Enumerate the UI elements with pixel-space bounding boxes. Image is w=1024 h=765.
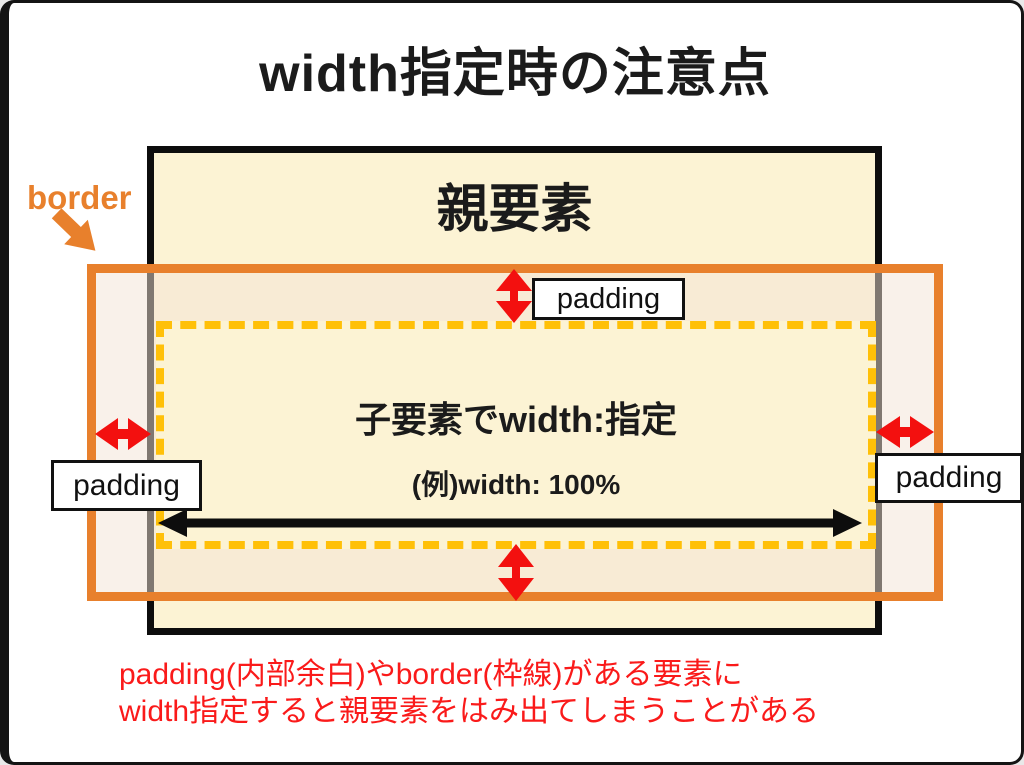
padding-arrow-top-icon xyxy=(496,269,532,323)
width-arrow-icon xyxy=(158,509,862,537)
caution-note: padding(内部余白)やborder(枠線)がある要素に width指定する… xyxy=(119,656,819,730)
caution-note-line1: padding(内部余白)やborder(枠線)がある要素に xyxy=(119,658,743,691)
padding-label-right-text: padding xyxy=(895,461,1003,494)
border-label: border xyxy=(27,179,132,216)
padding-arrow-bottom-icon xyxy=(498,544,534,601)
padding-label-top: padding xyxy=(532,278,685,320)
child-width-label: 子要素でwidth:指定 xyxy=(355,399,677,440)
padding-label-left-text: padding xyxy=(73,468,180,502)
padding-arrow-right-icon xyxy=(876,416,934,448)
border-pointer-icon xyxy=(51,208,96,251)
padding-arrow-left-icon xyxy=(95,418,151,450)
padding-label-right: padding xyxy=(875,453,1021,503)
slide-title: width指定時の注意点 xyxy=(259,45,771,103)
child-content-box: 子要素でwidth:指定 (例)width: 100% xyxy=(156,321,876,549)
padding-label-top-text: padding xyxy=(556,282,661,315)
child-width-example: (例)width: 100% xyxy=(411,469,621,500)
caution-note-line2: width指定すると親要素をはみ出てしまうことがある xyxy=(119,695,820,728)
parent-element-label: 親要素 xyxy=(436,181,593,239)
padding-label-left: padding xyxy=(51,460,202,511)
